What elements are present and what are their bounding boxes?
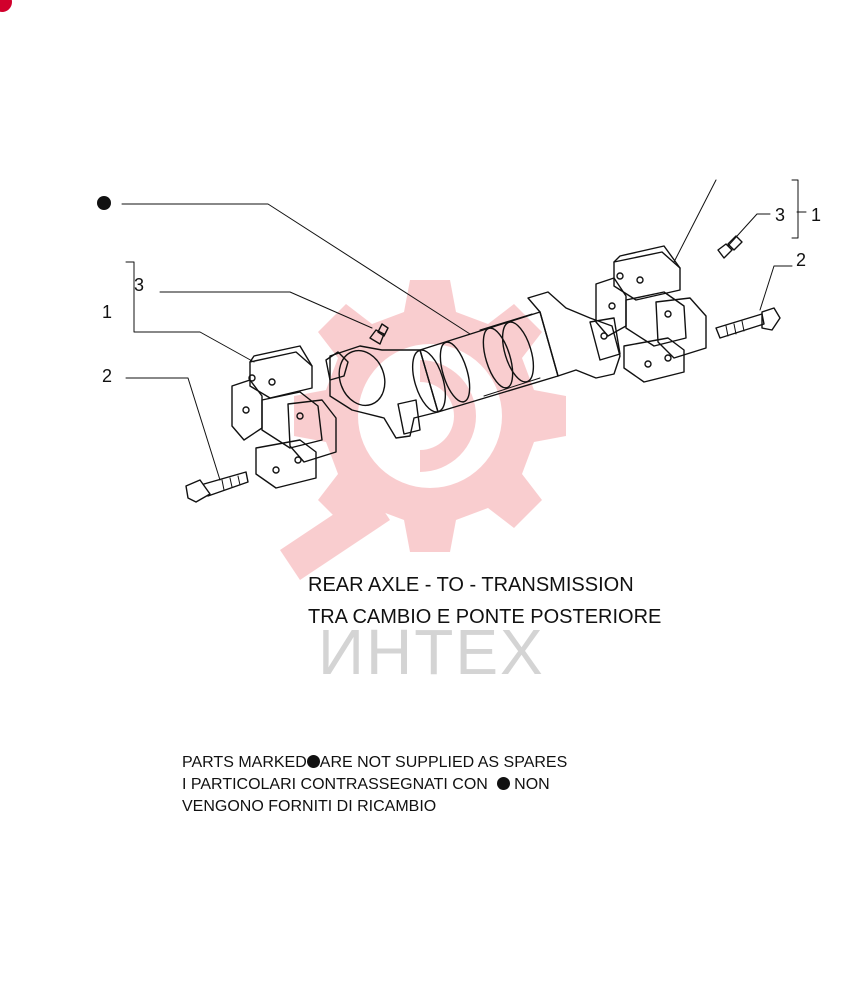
callout-left-grease-fitting: 3 [134,275,145,295]
right-yoke [527,291,621,379]
gear-logo-icon [280,280,566,580]
right-universal-joint [595,245,707,383]
left-grease-fitting [369,323,389,345]
note-line-2-end: NON [514,776,550,793]
leader-lines [121,179,807,481]
caption-italian: TRA CAMBIO E PONTE POSTERIORE [308,606,662,628]
left-universal-joint [231,345,337,489]
note-line-2-start: I PARTICOLARI CONTRASSEGNATI CON [182,776,488,793]
note-line-2: I PARTICOLARI CONTRASSEGNATI CON NON [182,776,550,794]
right-bolt [715,307,781,339]
callout-right-assembly: 1 [811,205,822,225]
watermark-text: ИНТЕХ [318,616,545,688]
callout-right-bolt: 2 [796,250,807,270]
filled-circle-icon [306,755,320,768]
left-yoke [325,345,439,439]
left-bolt [185,471,249,503]
filled-circle-icon [97,196,111,210]
note-line-1: PARTS MARKED ARE NOT SUPPLIED AS SPARES [182,754,567,772]
note-line-3: VENGONO FORNITI DI RICAMBIO [182,798,437,815]
red-corner-logo-icon [0,0,12,12]
callout-right-grease-fitting: 3 [775,205,786,225]
caption-english: REAR AXLE - TO - TRANSMISSION [308,574,634,596]
note-line-1-start: PARTS MARKED [182,754,307,771]
note-line-1-end: ARE NOT SUPPLIED AS SPARES [319,754,568,771]
callout-left-assembly: 1 [102,302,113,322]
filled-circle-icon [496,777,510,790]
right-grease-fitting [717,235,743,259]
callout-left-bolt: 2 [102,366,113,386]
